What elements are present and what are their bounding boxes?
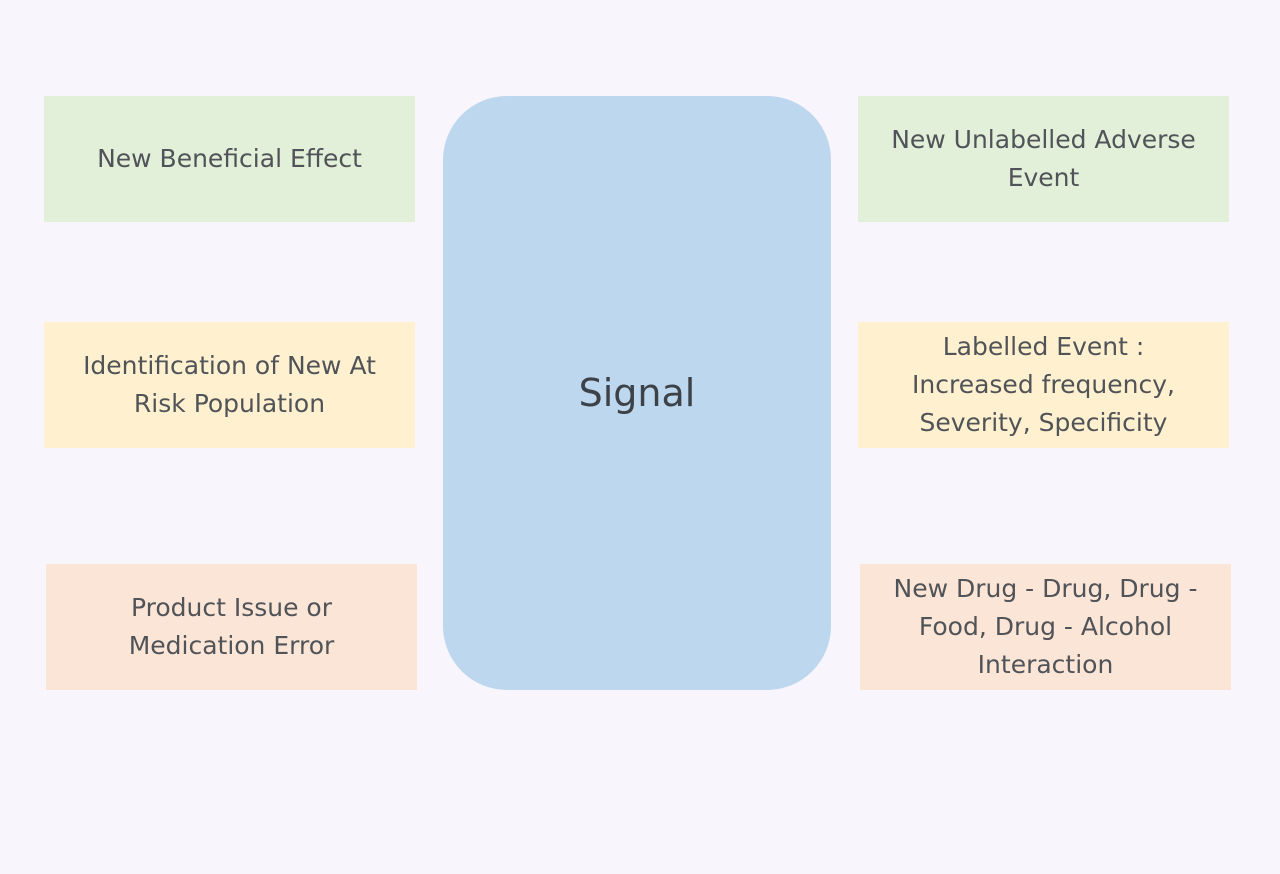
box-new-unlabelled-adverse-event: New Unlabelled Adverse Event	[858, 96, 1229, 222]
box-label: Product Issue or Medication Error	[128, 593, 335, 660]
box-drug-interaction: New Drug - Drug, Drug - Food, Drug - Alc…	[860, 564, 1231, 690]
box-new-at-risk-population: Identification of New At Risk Population	[44, 322, 415, 448]
box-new-beneficial-effect: New Beneficial Effect	[44, 96, 415, 222]
box-product-issue-medication-error: Product Issue or Medication Error	[46, 564, 417, 690]
shape-notch	[806, 96, 822, 110]
box-label: New Unlabelled Adverse Event	[891, 125, 1196, 192]
signal-label: Signal	[578, 371, 696, 415]
box-label: Labelled Event : Increased frequency, Se…	[912, 332, 1175, 437]
box-labelled-event: Labelled Event : Increased frequency, Se…	[858, 322, 1229, 448]
box-label: New Drug - Drug, Drug - Food, Drug - Alc…	[893, 574, 1198, 679]
box-label: Identification of New At Risk Population	[83, 351, 376, 418]
signal-center-shape: Signal	[443, 96, 831, 690]
box-label: New Beneficial Effect	[97, 144, 362, 173]
